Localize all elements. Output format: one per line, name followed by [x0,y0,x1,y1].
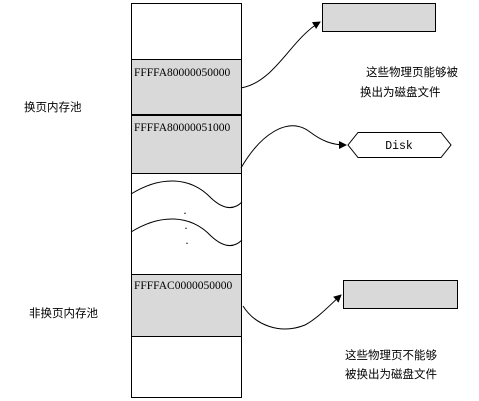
paged-target-box [322,3,436,32]
nonpaged-block-address: FFFFAC0000050000 [134,280,232,292]
nonpaged-arrow [242,294,342,330]
paged-annotation-line2: 换出为磁盘文件 [360,85,441,99]
nonpaged-target-box [343,280,458,309]
break-wave-top [130,180,243,208]
paged-block-2 [131,115,242,174]
nonpaged-annotation-line2: 被换出为磁盘文件 [345,367,437,381]
ellipsis-dot-1: . [183,204,187,217]
disk-arrow [240,125,347,169]
break-wave-bottom [130,218,243,246]
ellipsis-dot-2: . [184,219,188,232]
disk-label: Disk [385,140,413,153]
nonpaged-annotation-line1: 这些物理页不能够 [345,348,437,362]
paged-block-2-address: FFFFA80000051000 [134,122,231,134]
paged-arrow [240,21,321,89]
nonpaged-block [131,274,242,337]
ellipsis-dot-3: . [185,234,189,247]
paged-block-1 [131,59,242,115]
nonpaged-pool-label: 非换页内存池 [29,306,98,320]
disk-shape [347,132,452,158]
paged-annotation-line1: 这些物理页能够被 [366,65,458,79]
paged-block-1-address: FFFFA80000050000 [134,67,231,79]
paged-pool-label: 换页内存池 [24,100,82,114]
